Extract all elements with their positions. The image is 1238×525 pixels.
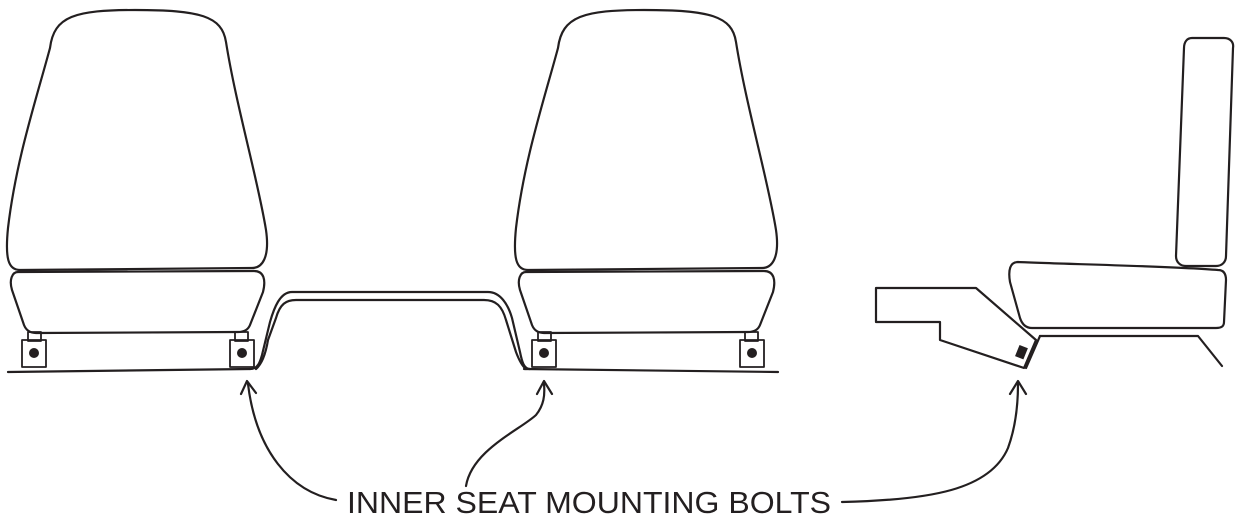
floor-right-segment bbox=[522, 367, 780, 374]
left-seat-cushion bbox=[9, 269, 266, 335]
mounting-bolts-label: INNER SEAT MOUNTING BOLTS bbox=[347, 485, 831, 520]
middle-seat-outer-foot bbox=[739, 339, 765, 368]
center-hump-inner bbox=[254, 298, 528, 371]
left-seat-backrest bbox=[5, 8, 269, 272]
middle-seat-inner-foot bbox=[531, 339, 557, 368]
middle-seat-cushion bbox=[517, 269, 776, 335]
middle-seat-inner-foot-stem bbox=[537, 331, 552, 342]
left-seat-outer-bolt-icon bbox=[29, 348, 39, 358]
center-hump-outer bbox=[248, 290, 532, 371]
left-seat-inner-bolt-icon bbox=[237, 348, 247, 358]
left-seat-outer-foot-stem bbox=[27, 331, 42, 342]
side-seat-bolt-icon bbox=[1015, 344, 1028, 360]
side-seat-cushion bbox=[1008, 260, 1228, 330]
side-view-seat bbox=[874, 36, 1235, 370]
side-seat-base-front bbox=[1024, 334, 1042, 370]
middle-seat-inner-bolt-icon bbox=[539, 348, 549, 358]
arrow-head-left-icon bbox=[239, 379, 258, 396]
middle-seat-outer-foot-stem bbox=[744, 331, 759, 342]
arrow-to-middle-inner-bolt bbox=[464, 382, 546, 488]
side-floor-bracket bbox=[874, 286, 1038, 370]
middle-seat-outer-bolt-icon bbox=[747, 348, 757, 358]
floor bbox=[6, 290, 780, 374]
arrow-head-middle-icon bbox=[535, 379, 554, 396]
arrow-to-left-inner-bolt bbox=[246, 382, 338, 502]
middle-seat bbox=[513, 8, 779, 368]
arrow-head-right-icon bbox=[1008, 379, 1028, 396]
left-seat-inner-foot-stem bbox=[234, 331, 249, 342]
left-seat-inner-foot bbox=[229, 339, 255, 368]
arrow-to-side-view-bolt bbox=[840, 382, 1020, 504]
leader-arrows bbox=[239, 379, 1028, 504]
left-seat-outer-foot bbox=[21, 339, 47, 368]
floor-left-segment bbox=[6, 367, 252, 374]
side-seat-backrest bbox=[1174, 36, 1235, 268]
middle-seat-backrest bbox=[513, 8, 779, 272]
left-seat bbox=[5, 8, 269, 368]
side-seat-base bbox=[1038, 334, 1224, 368]
